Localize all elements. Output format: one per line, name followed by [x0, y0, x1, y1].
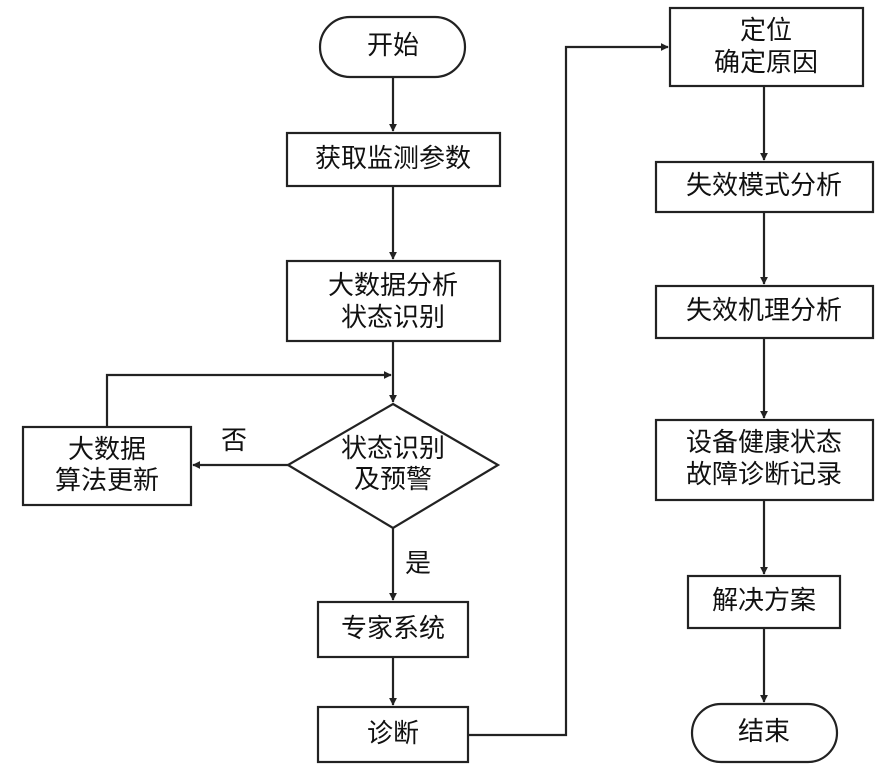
edge-diagnosis-to-locate — [468, 43, 669, 737]
locate-label-line1: 定位 — [740, 16, 792, 46]
diagnosis-label: 诊断 — [367, 719, 419, 749]
start-node: 开始 — [318, 15, 467, 79]
algo-update-label-line1: 大数据 — [68, 435, 146, 465]
edge-label-no: 否 — [221, 426, 247, 456]
record-label-line1: 设备健康状态 — [686, 428, 842, 458]
locate-label-line2: 确定原因 — [714, 48, 818, 78]
get-params-label: 获取监测参数 — [315, 144, 471, 174]
failure-mode-node: 失效模式分析 — [654, 160, 875, 214]
get-params-node: 获取监测参数 — [285, 131, 502, 188]
expert-label: 专家系统 — [341, 614, 445, 644]
start-label: 开始 — [367, 31, 419, 61]
decision-label-line1: 状态识别 — [341, 434, 445, 464]
big-data-node: 大数据分析 状态识别 — [285, 259, 502, 343]
record-node: 设备健康状态 故障诊断记录 — [654, 418, 875, 502]
decision-label-line2: 及预警 — [354, 465, 432, 495]
diagnosis-node: 诊断 — [316, 705, 470, 764]
edge-algo-update-loop-back — [105, 371, 392, 427]
big-data-label-line2: 状态识别 — [341, 303, 445, 333]
edge-label-yes: 是 — [405, 549, 431, 579]
decision-node: 状态识别 及预警 — [285, 402, 501, 530]
big-data-label-line1: 大数据分析 — [328, 271, 458, 301]
end-label: 结束 — [738, 717, 790, 747]
failure-mode-label: 失效模式分析 — [686, 171, 842, 201]
algo-update-label-line2: 算法更新 — [55, 466, 159, 496]
algo-update-node: 大数据 算法更新 — [21, 425, 193, 507]
failure-mech-node: 失效机理分析 — [654, 284, 875, 340]
locate-node: 定位 确定原因 — [668, 6, 865, 88]
solution-label: 解决方案 — [712, 586, 816, 616]
expert-node: 专家系统 — [316, 600, 470, 659]
record-label-line2: 故障诊断记录 — [686, 460, 842, 490]
failure-mech-label: 失效机理分析 — [686, 296, 842, 326]
end-node: 结束 — [690, 702, 839, 764]
solution-node: 解决方案 — [686, 574, 842, 630]
